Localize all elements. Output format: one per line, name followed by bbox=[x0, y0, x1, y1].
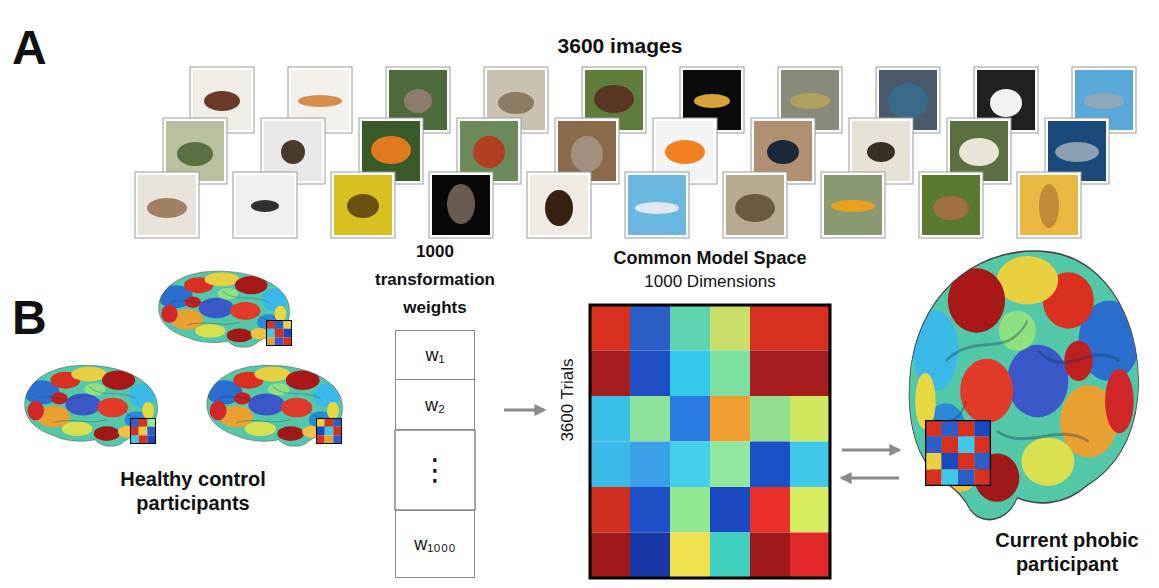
brain-illustration bbox=[18, 268, 345, 447]
ellipsis-dots-holder: ⋮ bbox=[415, 440, 455, 500]
weight-box: w₂ bbox=[395, 379, 475, 430]
panel-heading: 3600 images bbox=[510, 32, 730, 60]
node-label: 3600 Trials bbox=[557, 340, 579, 460]
node-label: Common Model Space bbox=[590, 246, 830, 270]
node-label: w₁₀₀₀ bbox=[414, 533, 455, 555]
flow-arrow bbox=[504, 409, 544, 412]
brain-figure: Current phobic participant bbox=[903, 236, 1155, 582]
node-label: Healthy control participants bbox=[93, 467, 293, 515]
model-matrix-grid bbox=[590, 305, 830, 578]
photo-thumbnail bbox=[625, 172, 689, 238]
photo-thumbnail bbox=[723, 172, 787, 238]
flow-arrow bbox=[842, 477, 899, 480]
photo-thumbnail bbox=[821, 172, 885, 238]
photo-thumbnail bbox=[429, 172, 493, 238]
roi-square bbox=[925, 420, 991, 486]
node-label: w₁ bbox=[425, 344, 444, 366]
photo-thumbnail bbox=[919, 172, 983, 238]
column-segment bbox=[395, 430, 475, 510]
panel-letter: A bbox=[12, 20, 62, 76]
roi-square bbox=[316, 418, 342, 444]
photo-thumbnail bbox=[233, 172, 297, 238]
weight-box: w₁ bbox=[395, 330, 475, 380]
brain-group: Healthy control participants bbox=[15, 262, 355, 512]
weights-column: 1000 transformation weights w₁ w₂ w₁₀₀₀ bbox=[370, 238, 500, 580]
weight-box: w₁₀₀₀ bbox=[395, 510, 475, 578]
node-label: w₂ bbox=[425, 394, 445, 416]
node-label: 1000 transformation weights bbox=[370, 238, 500, 322]
node-label: Current phobic participant bbox=[981, 528, 1153, 576]
model-matrix: Common Model Space1000 Dimensions 3600 Tr… bbox=[548, 240, 838, 580]
panel-heading-holder: 3600 images bbox=[510, 32, 730, 60]
panel-letter-holder: B bbox=[12, 290, 62, 346]
node-label: 1000 Dimensions bbox=[590, 270, 830, 294]
roi-square bbox=[130, 418, 156, 444]
image-strip bbox=[135, 172, 1081, 238]
photo-thumbnail bbox=[135, 172, 199, 238]
flow-arrow bbox=[842, 449, 899, 452]
panel-letter-holder: A bbox=[12, 20, 62, 76]
photo-thumbnail bbox=[331, 172, 395, 238]
brain-illustration bbox=[905, 240, 1150, 522]
roi-square bbox=[266, 320, 292, 346]
photo-thumbnail bbox=[527, 172, 591, 238]
panel-letter: B bbox=[12, 290, 62, 346]
photo-thumbnail bbox=[1017, 172, 1081, 238]
ellipsis-dots: ⋮ bbox=[415, 440, 455, 500]
